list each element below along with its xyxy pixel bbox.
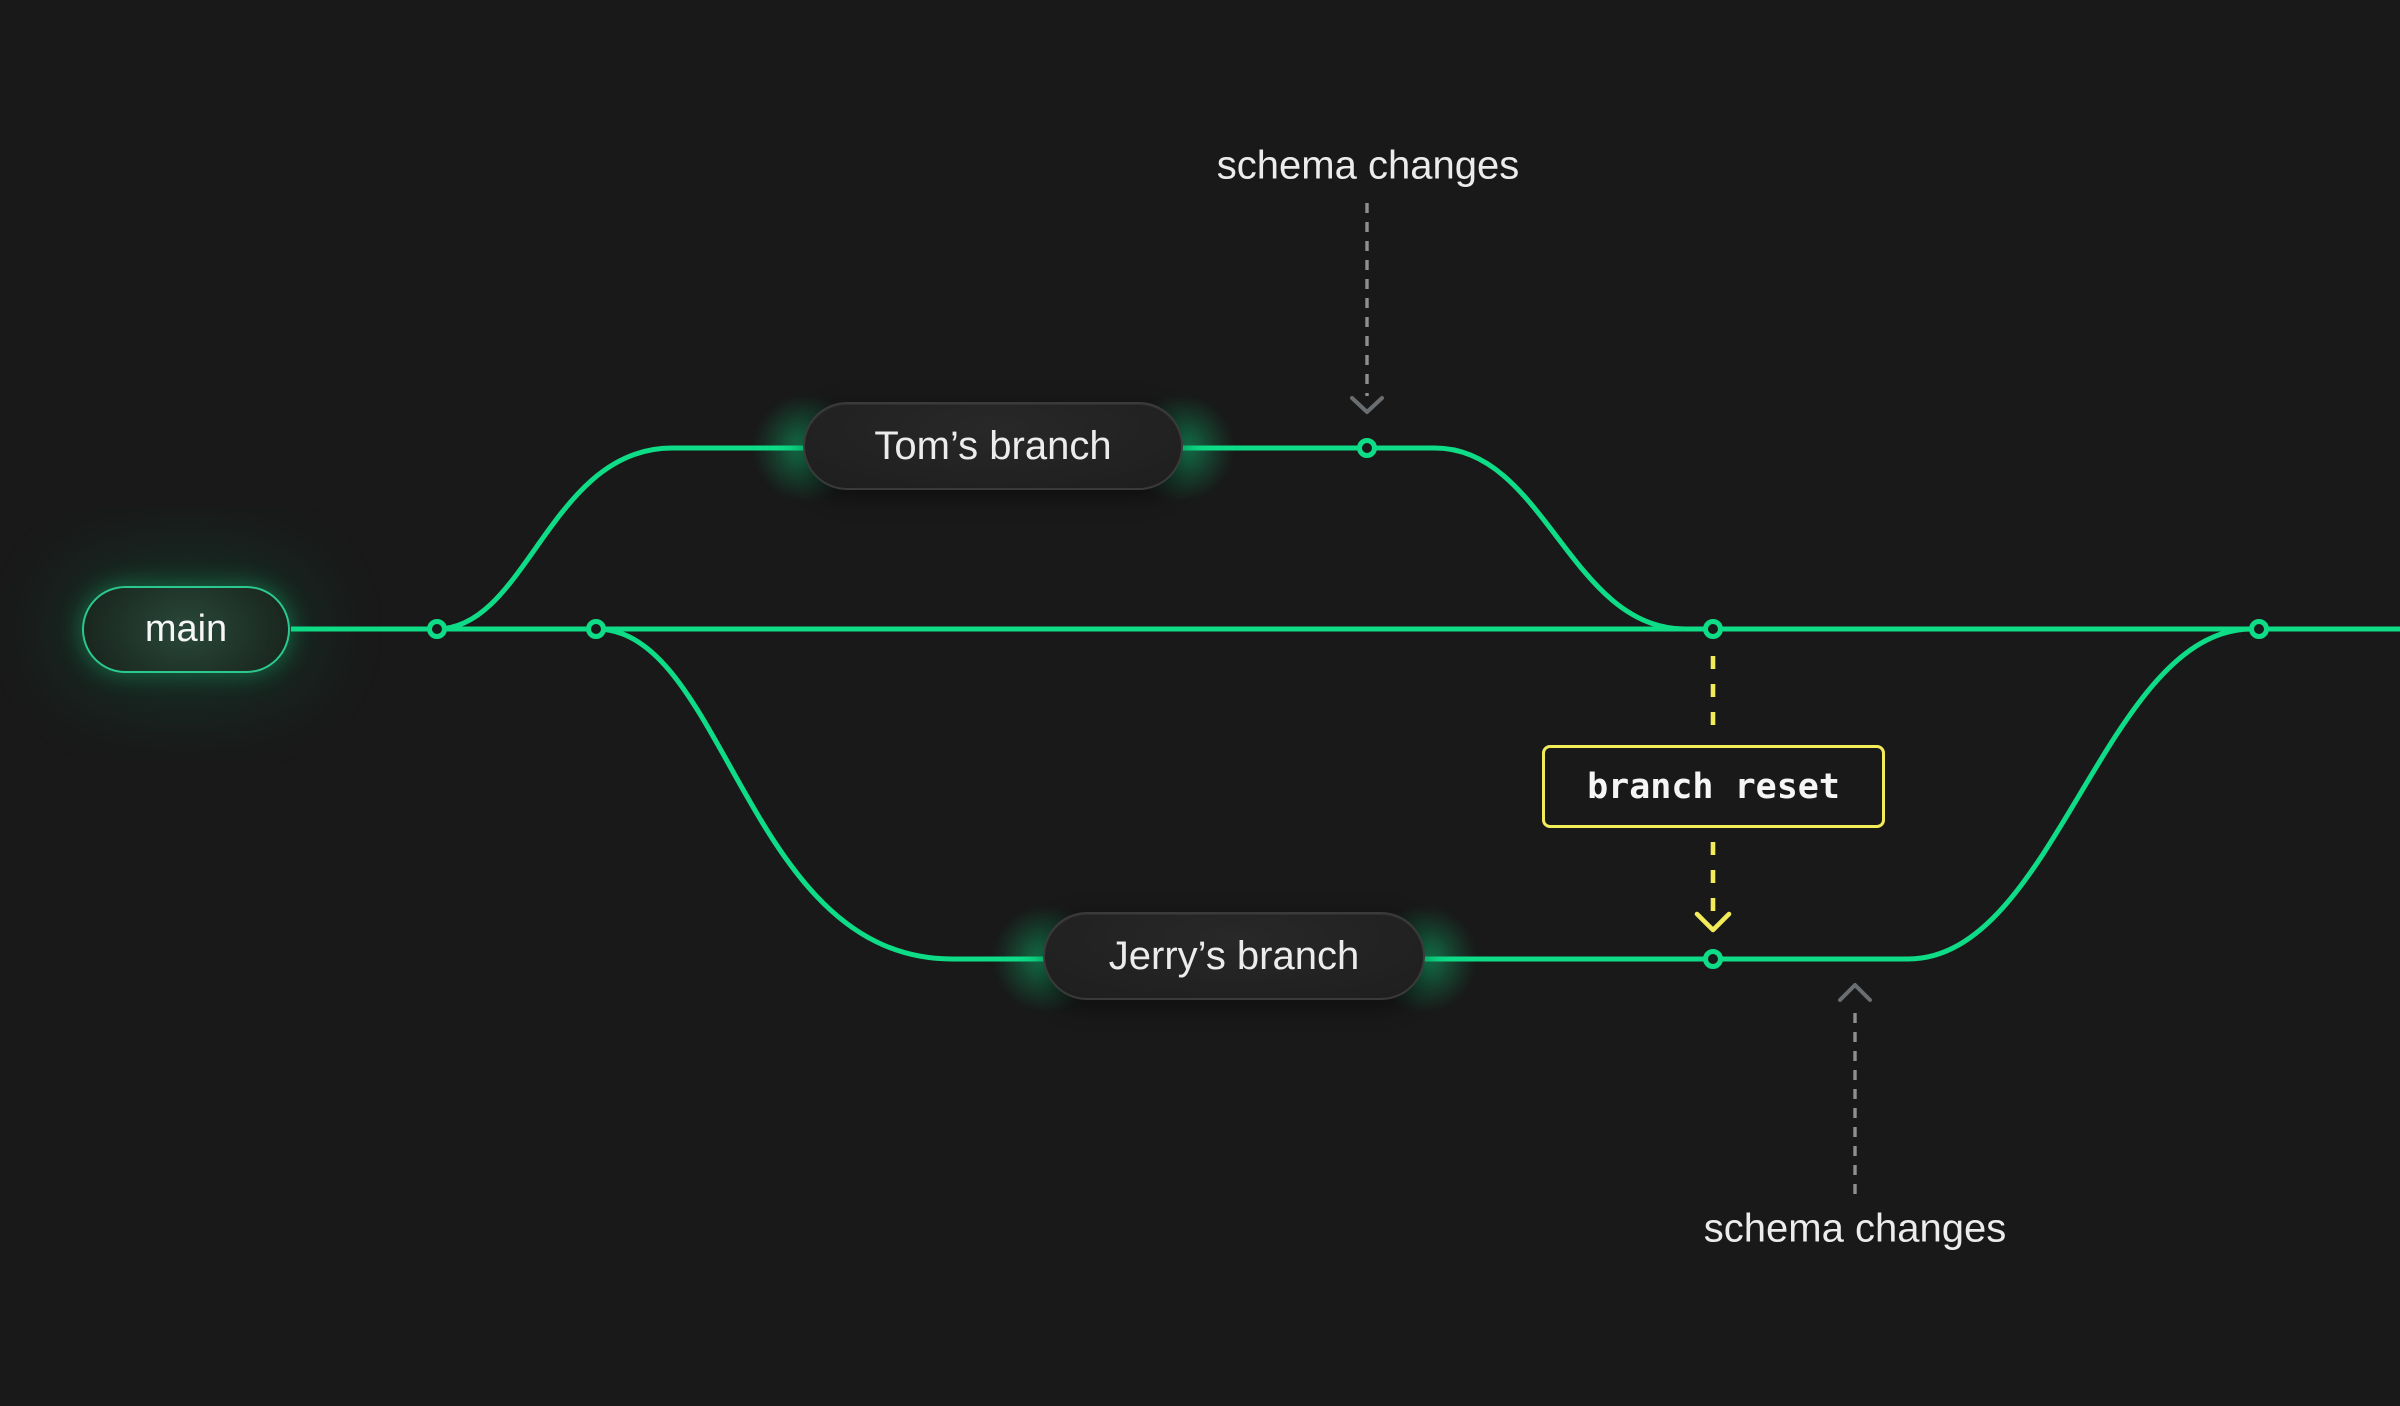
commit-node-jerry-reset	[1703, 949, 1723, 969]
jerry-branch-pill: Jerry’s branch	[1043, 912, 1425, 1000]
schema-changes-bottom-arrow-head	[1838, 983, 1872, 1002]
branch-reset-box: branch reset	[1542, 745, 1885, 828]
tom-branch-pill: Tom’s branch	[803, 402, 1183, 490]
schema-changes-bottom-label: schema changes	[1703, 1206, 2007, 1251]
commit-node-tom-merge	[1703, 619, 1723, 639]
schema-changes-top-arrow-head	[1350, 396, 1384, 414]
commit-node-tom-fork	[427, 619, 447, 639]
commit-node-tom-schema	[1357, 438, 1377, 458]
main-branch-pill: main	[82, 586, 290, 673]
tom-branch-split-line	[436, 445, 812, 632]
jerry-branch-split-line	[595, 626, 1052, 962]
jerry-branch-label: Jerry’s branch	[1108, 933, 1360, 978]
branch-reset-label: branch reset	[1587, 766, 1840, 807]
branch-reset-arrow-head	[1694, 911, 1732, 933]
commit-node-jerry-fork	[586, 619, 606, 639]
schema-changes-top-label: schema changes	[1216, 143, 1520, 188]
main-branch-label: main	[144, 608, 228, 650]
commit-node-jerry-merge	[2249, 619, 2269, 639]
tom-branch-merge-line	[1178, 445, 1686, 632]
jerry-branch-merge-line	[1713, 626, 2253, 962]
tom-branch-label: Tom’s branch	[874, 423, 1112, 468]
